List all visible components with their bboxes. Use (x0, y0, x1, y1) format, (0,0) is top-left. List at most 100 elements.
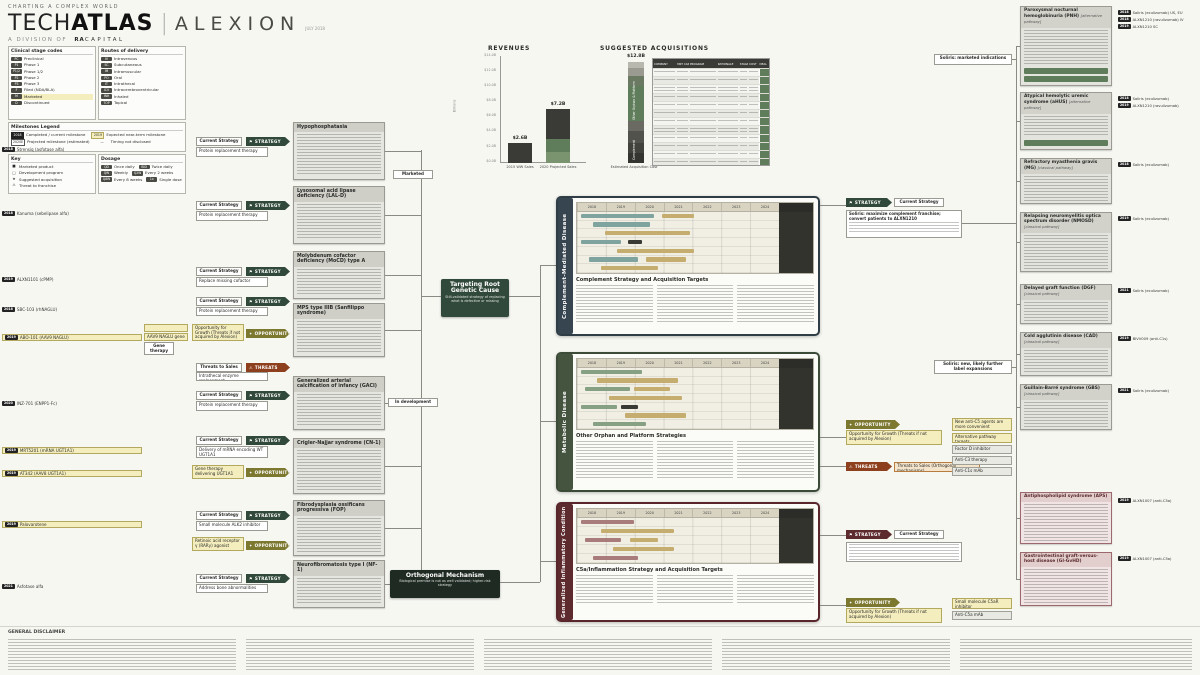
disease-card-body (1024, 301, 1108, 321)
spark-icon: ✦ (249, 543, 253, 548)
cell-text-lines (749, 161, 758, 165)
connector (820, 437, 846, 438)
lgrow-label: Suggested acquisition (19, 176, 63, 182)
lgrow-label: Subcutaneous (114, 62, 142, 68)
disease-card-body (1024, 568, 1108, 603)
cell-text-lines (749, 144, 758, 148)
chevron-label: THREATS (854, 464, 878, 469)
drug-name: Strensiq (asfotase alfa) (16, 147, 65, 152)
timeline-bar (601, 528, 674, 534)
cell-text-lines (654, 152, 676, 157)
opportunity-main-box: Retinoic acid receptor γ (RARγ) agonist (192, 537, 244, 551)
timeline-row (577, 420, 779, 429)
year-chip: 2019 (5, 335, 18, 340)
deal-cell (758, 134, 769, 142)
flag-icon: ⚑ (249, 203, 253, 208)
lgrow-label: Discontinued (24, 99, 50, 105)
cell-text-lines (677, 87, 688, 91)
table-cell (717, 135, 739, 142)
connector (509, 296, 540, 297)
drow-chip: 2018 (1118, 10, 1131, 15)
disclaimer-column (722, 639, 950, 671)
disease-card-mg: Refractory myasthenia gravis (MG) [class… (1020, 158, 1112, 204)
yr: 2021 (663, 203, 693, 211)
disease-card-body (1024, 115, 1108, 137)
acquisition-cost-caption: Estimated Acquisition Cost (610, 165, 658, 169)
acquisition-row (653, 68, 769, 77)
lgrow-label: Phase 1 (24, 62, 40, 68)
flag-icon: ⚑ (249, 438, 253, 443)
connector (500, 582, 540, 583)
drug-name: ALXN1101 (cPMP) (16, 277, 54, 282)
current-strategy-box: Current Strategy (196, 267, 242, 276)
table-cell (717, 69, 739, 76)
disclaimer-column (246, 639, 474, 671)
acquisition-cost-label: $12.8B (626, 54, 646, 59)
disease-card-body (1024, 349, 1108, 373)
yr: 2018 (577, 359, 606, 367)
yr: 2020 (634, 509, 664, 517)
connector (1016, 121, 1020, 122)
lgrow-code: P1 (11, 63, 22, 68)
approved-indication-chip (1024, 76, 1108, 82)
lgrow-code: F (11, 88, 22, 93)
table-cell (676, 126, 689, 133)
panel-heading: Complement Strategy and Acquisition Targ… (576, 277, 709, 283)
bar-category-label: 2015 WW Sales (506, 165, 534, 169)
bar-value-label: $7.2B (550, 102, 566, 107)
disease-card-title: Antiphospholipid syndrome (APS) (1021, 493, 1111, 502)
node-subtitle: Still-validated strategy of replacing wh… (445, 294, 505, 303)
current-strategy-box: Current Strategy (196, 297, 242, 306)
cell-text-lines (749, 79, 758, 83)
cell-text-lines (677, 161, 688, 165)
chevron-label: STRATEGY (254, 203, 281, 208)
lgrow-label: Intravenous (114, 56, 138, 61)
lgrow-code: IM (101, 69, 112, 74)
timeline-body (577, 518, 779, 563)
table-cell (717, 126, 739, 133)
chevron-label: OPPORTUNITY (254, 331, 291, 336)
table-cell (676, 94, 689, 101)
orthogonal-mechanism-node: Orthogonal Mechanism Biological premise … (390, 570, 500, 598)
cell-text-lines (677, 144, 688, 148)
acq-col: MKT CAP (677, 61, 689, 66)
table-cell (653, 102, 676, 109)
lgrow-label: Projected milestone (estimated) (27, 139, 90, 145)
table-cell (739, 143, 748, 150)
table-cell (739, 126, 748, 133)
disease-card-body (297, 517, 381, 552)
disease-card-title: Fibrodysplasia ossificans progressiva (F… (294, 501, 384, 516)
division-ra: RA (74, 37, 85, 43)
opportunity-item-box: Anti-C5a mAb (952, 611, 1012, 620)
yr: 2024 (750, 509, 779, 517)
timeline-risk-column (779, 518, 813, 563)
timeline-row (577, 527, 779, 536)
lgrow-label: Phase 1/2 (24, 68, 44, 74)
timeline-bar (589, 257, 638, 262)
chevron-label: OPPORTUNITY (854, 600, 891, 605)
title-text: Paroxysmal nocturnal hemoglobinuria (PNH… (1024, 8, 1080, 19)
paragraph-column (576, 441, 653, 479)
footer-divider (0, 626, 1200, 627)
lgrow: ■Marketed product (11, 164, 93, 170)
lgrow-label: Once daily (114, 164, 135, 169)
connector (421, 296, 441, 297)
disease-card-nmosd: Relapsing neuromyelitis optica spectrum … (1020, 212, 1112, 272)
disease-card-mocd: Molybdenum cofactor deficiency (MoCD) ty… (293, 251, 385, 299)
panel-paragraphs (576, 575, 815, 605)
table-cell (689, 126, 717, 133)
drow-chip: 2019 (1118, 336, 1131, 341)
cell-text-lines (689, 79, 716, 83)
cell-text-lines (689, 152, 716, 157)
